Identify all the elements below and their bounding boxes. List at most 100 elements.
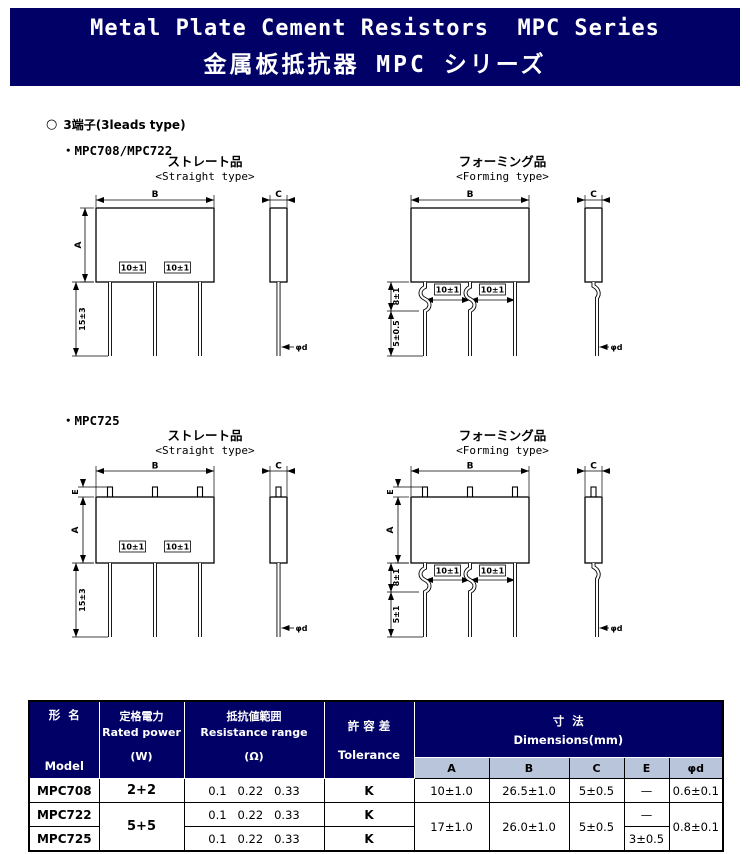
subcol-C: C <box>568 757 625 779</box>
range-cell: 0.1 0.22 0.33 <box>183 826 325 852</box>
dim-label-form-lower: 5±1 <box>392 605 401 623</box>
range-header-en: Resistance range <box>200 726 308 739</box>
dim-label-E: E <box>71 489 80 494</box>
dim-label-pitch: 10±1 <box>481 286 505 295</box>
table-row-mpc708: MPC708 2+2 0.1 0.22 0.33 K 10±1.0 26.5±1… <box>28 778 724 803</box>
range-cell: 0.1 0.22 0.33 <box>183 778 325 803</box>
formed-leads <box>418 282 517 356</box>
title-straight-2: ストレート品 <Straight type> <box>95 428 315 457</box>
dim-label-A: A <box>71 526 81 533</box>
subcol-E: E <box>623 757 670 779</box>
model-cell: MPC722 <box>28 802 100 827</box>
dim-label-B: B <box>467 462 474 472</box>
power-header-unit: (W) <box>130 750 153 763</box>
dim-label-A: A <box>74 241 84 248</box>
dim-label-C: C <box>590 190 597 200</box>
dim-label-pitch: 10±1 <box>436 286 460 295</box>
top-tabs <box>106 486 204 498</box>
dim-B-cell: 26.5±1.0 <box>488 778 570 803</box>
dimension-lines <box>387 466 610 638</box>
dim-label-E: E <box>386 489 395 494</box>
pitch-dim-box <box>119 261 146 274</box>
pitch-dim-box <box>434 283 461 296</box>
pitch-dim-box <box>479 283 506 296</box>
dim-label-phi-d: φd <box>611 624 623 633</box>
power-cell: 5+5 <box>98 802 185 852</box>
resistor-body-side <box>584 496 603 564</box>
dimension-lines <box>387 195 610 357</box>
subcol-B: B <box>488 757 570 779</box>
top-tabs <box>421 486 519 498</box>
tolerance-header-jp: 許 容 差 <box>347 719 391 733</box>
col-header-dimensions: 寸 法 Dimensions(mm) <box>413 700 724 758</box>
model-header-en: Model <box>44 759 84 773</box>
table-row-mpc725: MPC725 0.1 0.22 0.33 K 3±0.5 <box>28 826 723 852</box>
straight-title-en: <Straight type> <box>155 169 255 183</box>
dim-phid-cell: 0.6±0.1 <box>668 778 724 803</box>
resistor-body-front <box>410 207 530 283</box>
dim-label-pitch: 10±1 <box>166 543 190 552</box>
dim-label-pitch: 10±1 <box>481 567 505 576</box>
dim-label-B: B <box>467 190 474 200</box>
dim-label-pitch: 10±1 <box>121 264 145 273</box>
dim-E-cell: — <box>623 802 670 827</box>
resistor-body-front <box>410 496 530 564</box>
dim-E-cell: — <box>623 778 670 803</box>
table-row-mpc722: MPC722 5+5 0.1 0.22 0.33 K 17±1.0 26.0±1… <box>28 802 724 852</box>
dim-A-cell: 10±1.0 <box>413 778 490 803</box>
side-top-tab <box>275 486 282 498</box>
title-forming-1: フォーミング品 <Forming type> <box>390 154 615 183</box>
dim-label-C: C <box>275 190 282 200</box>
dim-A-cell: 17±1.0 <box>413 802 490 852</box>
circle-bullet-icon: ○ <box>46 117 58 132</box>
spec-table: 形 名 Model 定格電力 Rated power (W) 抵抗値範囲 Res… <box>28 700 725 852</box>
dim-label-form-upper: 8±1 <box>392 287 401 305</box>
leads <box>108 563 202 637</box>
dim-label-B: B <box>152 462 159 472</box>
range-cell: 0.1 0.22 0.33 <box>183 802 325 827</box>
side-formed-lead <box>591 563 601 637</box>
drawing-mpc725-forming: 10±1 10±1 B E A 8±1 5±1 C φd <box>386 462 623 638</box>
forming-title-jp: フォーミング品 <box>458 428 547 443</box>
dim-B-cell: 26.0±1.0 <box>488 802 570 852</box>
dim-label-phi-d: φd <box>296 624 308 633</box>
col-header-tolerance: 許 容 差 Tolerance <box>323 700 415 779</box>
section-label: 3端子(3leads type) <box>63 118 186 132</box>
dim-label-C: C <box>590 462 597 472</box>
col-header-model: 形 名 Model <box>28 700 100 779</box>
group-label-mpc708-722: ・MPC708/MPC722 <box>62 143 173 158</box>
group-label-mpc725: ・MPC725 <box>62 413 120 428</box>
dim-label-C: C <box>275 462 282 472</box>
power-header-en: Rated power <box>102 726 181 739</box>
pitch-dim-box <box>164 261 191 274</box>
dim-label-phi-d: φd <box>611 343 623 352</box>
formed-leads <box>418 563 517 637</box>
title-banner: Metal Plate Cement Resistors MPC Series … <box>10 8 740 86</box>
straight-title-jp: ストレート品 <box>167 154 243 169</box>
col-header-rated-power: 定格電力 Rated power (W) <box>98 700 185 779</box>
forming-title-en: <Forming type> <box>456 169 549 183</box>
banner-title-en: Metal Plate Cement Resistors MPC Series <box>90 15 660 41</box>
dim-phid-cell: 0.8±0.1 <box>668 802 724 852</box>
model-cell: MPC725 <box>28 826 100 852</box>
power-header-jp: 定格電力 <box>119 710 164 723</box>
dim-label-form-lower: 5±0.5 <box>392 320 401 347</box>
drawing-mpc708-722-straight: 10±1 10±1 B A 15±3 C φd <box>72 190 308 357</box>
drawing-mpc708-722-forming: 10±1 10±1 B 8±1 5±0.5 C φd <box>387 190 623 357</box>
title-straight-1: ストレート品 <Straight type> <box>95 154 315 183</box>
forming-title-en: <Forming type> <box>456 443 549 457</box>
pitch-dim-box <box>119 540 146 553</box>
resistor-body-side <box>269 207 288 283</box>
title-forming-2: フォーミング品 <Forming type> <box>390 428 615 457</box>
dim-label-phi-d: φd <box>296 343 308 352</box>
dim-label-pitch: 10±1 <box>121 543 145 552</box>
dim-E-cell: 3±0.5 <box>623 826 670 852</box>
leads <box>108 282 202 356</box>
side-top-tab <box>590 486 597 498</box>
straight-title-jp: ストレート品 <box>167 428 243 443</box>
dim-label-B: B <box>152 190 159 200</box>
power-cell: 2+2 <box>98 778 185 803</box>
pitch-dim-box <box>164 540 191 553</box>
dim-label-pitch: 10±1 <box>436 567 460 576</box>
